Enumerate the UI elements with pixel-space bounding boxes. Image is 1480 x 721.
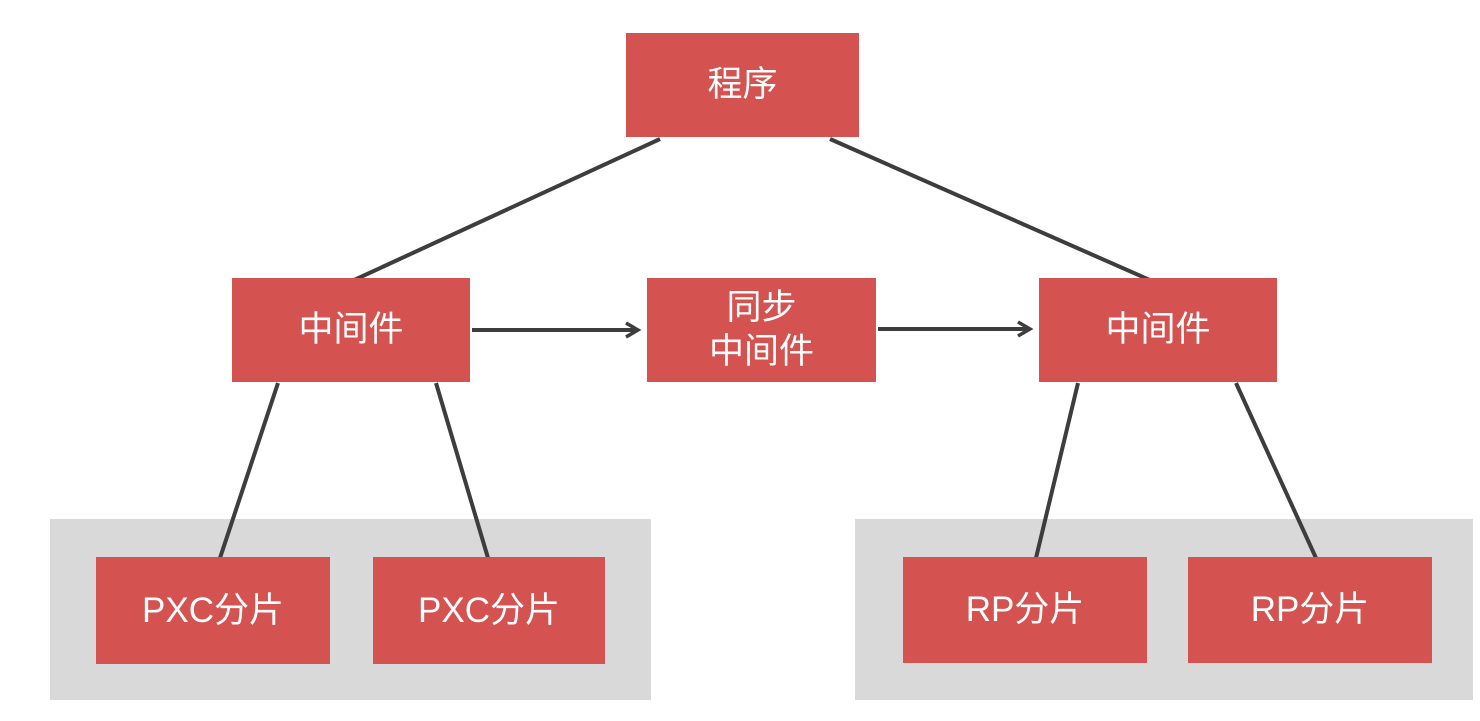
node-pxc-shard-1: PXC分片 [96,557,330,664]
connector-middleware-right-to-rp-1 [1034,382,1080,559]
node-middleware-right: 中间件 [1039,278,1277,382]
connector-program-to-middleware-left [351,137,661,283]
connector-program-to-middleware-right [829,137,1153,283]
node-program: 程序 [626,33,859,137]
node-pxc-shard-2: PXC分片 [373,557,605,664]
node-sync-middleware: 同步 中间件 [647,278,876,382]
node-rp-shard-1: RP分片 [903,557,1147,663]
node-middleware-left: 中间件 [232,278,470,382]
connector-middleware-left-to-pxc-1 [218,382,280,559]
node-rp-shard-2: RP分片 [1188,557,1432,663]
connector-middleware-left-to-pxc-2 [434,382,490,559]
connector-middleware-right-to-rp-2 [1234,382,1318,559]
